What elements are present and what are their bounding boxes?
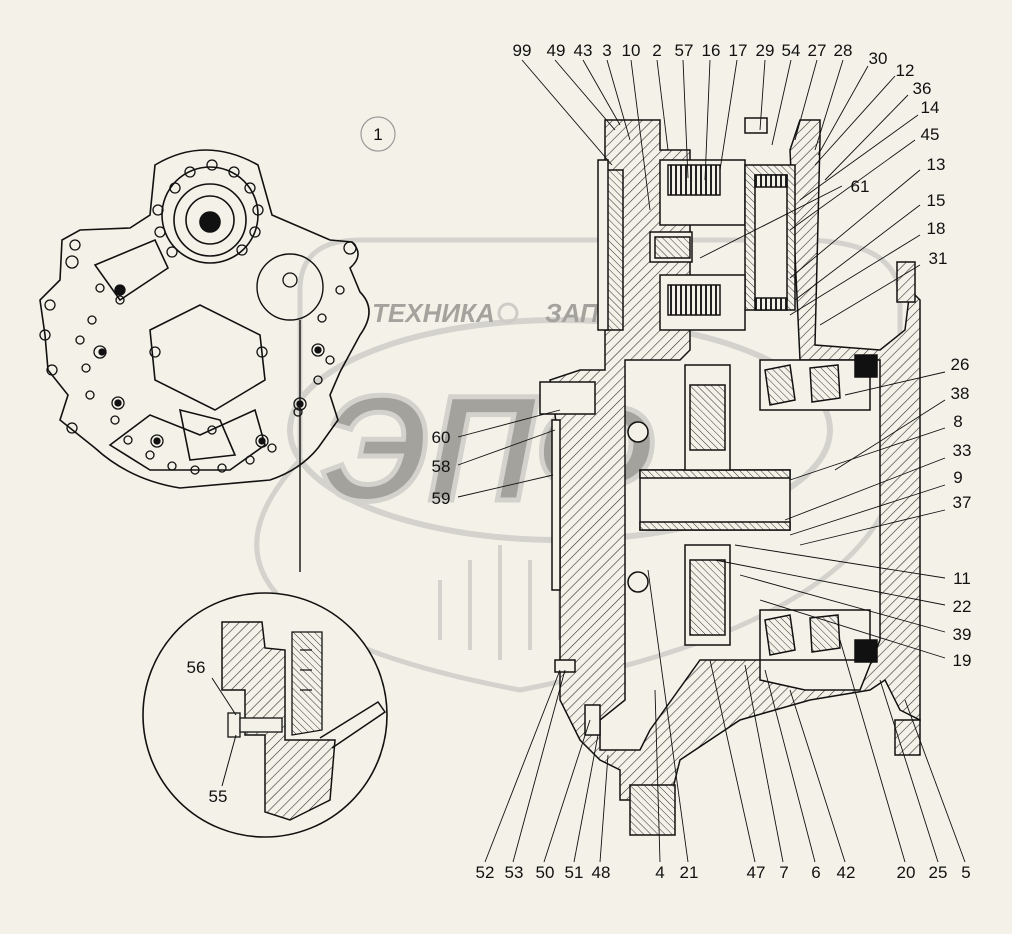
callout: 54 xyxy=(782,41,801,60)
callout: 33 xyxy=(953,441,972,460)
callout: 57 xyxy=(675,41,694,60)
callout: 9 xyxy=(953,468,962,487)
callout: 14 xyxy=(921,98,940,117)
detail-view: 56 55 xyxy=(142,592,388,838)
callout: 21 xyxy=(680,863,699,882)
callouts-left: 60 58 59 xyxy=(432,428,451,508)
detail-callout-55: 55 xyxy=(209,787,228,806)
hub-cross-section xyxy=(539,117,921,836)
callout: 12 xyxy=(896,61,915,80)
callout: 27 xyxy=(808,41,827,60)
callouts-bottom: 52 53 50 51 48 4 21 47 7 6 42 20 25 5 xyxy=(476,863,971,882)
callout: 5 xyxy=(961,863,970,882)
callout: 28 xyxy=(834,41,853,60)
leader-lines xyxy=(457,59,966,863)
callout: 37 xyxy=(953,493,972,512)
callout: 99 xyxy=(513,41,532,60)
callout: 11 xyxy=(953,569,971,588)
callout: 49 xyxy=(547,41,566,60)
detail-callout-56: 56 xyxy=(187,658,206,677)
callout: 51 xyxy=(565,863,584,882)
callout: 39 xyxy=(953,625,972,644)
callout: 4 xyxy=(655,863,664,882)
callout: 58 xyxy=(432,457,451,476)
callout: 6 xyxy=(811,863,820,882)
callout: 45 xyxy=(921,125,940,144)
callout: 38 xyxy=(951,384,970,403)
callout: 36 xyxy=(913,79,932,98)
watermark-left-text: ТЕХНИКА xyxy=(372,298,495,328)
callout: 18 xyxy=(927,219,946,238)
callout: 43 xyxy=(574,41,593,60)
callout: 16 xyxy=(702,41,721,60)
callout: 31 xyxy=(929,249,948,268)
callout: 8 xyxy=(953,412,962,431)
view-number-marker: 1 xyxy=(360,116,396,152)
callout: 25 xyxy=(929,863,948,882)
callout: 29 xyxy=(756,41,775,60)
callout: 26 xyxy=(951,355,970,374)
view-number: 1 xyxy=(373,125,382,144)
wheat-icon xyxy=(438,545,562,660)
callout: 42 xyxy=(837,863,856,882)
callout: 2 xyxy=(652,41,661,60)
bolt-holes xyxy=(39,159,357,475)
callout: 7 xyxy=(779,863,788,882)
callout: 30 xyxy=(869,49,888,68)
callout: 61 xyxy=(851,177,870,196)
callout: 13 xyxy=(927,155,946,174)
callout: 59 xyxy=(432,489,451,508)
callout: 48 xyxy=(592,863,611,882)
gear-icon xyxy=(497,302,519,324)
callout: 22 xyxy=(953,597,972,616)
callout: 19 xyxy=(953,651,972,670)
callout: 47 xyxy=(747,863,766,882)
callouts-right: 26 38 8 33 9 37 11 22 39 19 xyxy=(951,355,972,670)
callouts-top: 99 49 43 3 10 2 57 16 17 29 54 27 28 30 … xyxy=(513,41,948,268)
callout: 15 xyxy=(927,191,946,210)
callout: 3 xyxy=(602,41,611,60)
callout: 17 xyxy=(729,41,748,60)
callout: 20 xyxy=(897,863,916,882)
callout: 60 xyxy=(432,428,451,447)
callout: 52 xyxy=(476,863,495,882)
callout: 50 xyxy=(536,863,555,882)
callout: 53 xyxy=(505,863,524,882)
callout: 10 xyxy=(622,41,641,60)
hub-external-view xyxy=(39,149,370,489)
